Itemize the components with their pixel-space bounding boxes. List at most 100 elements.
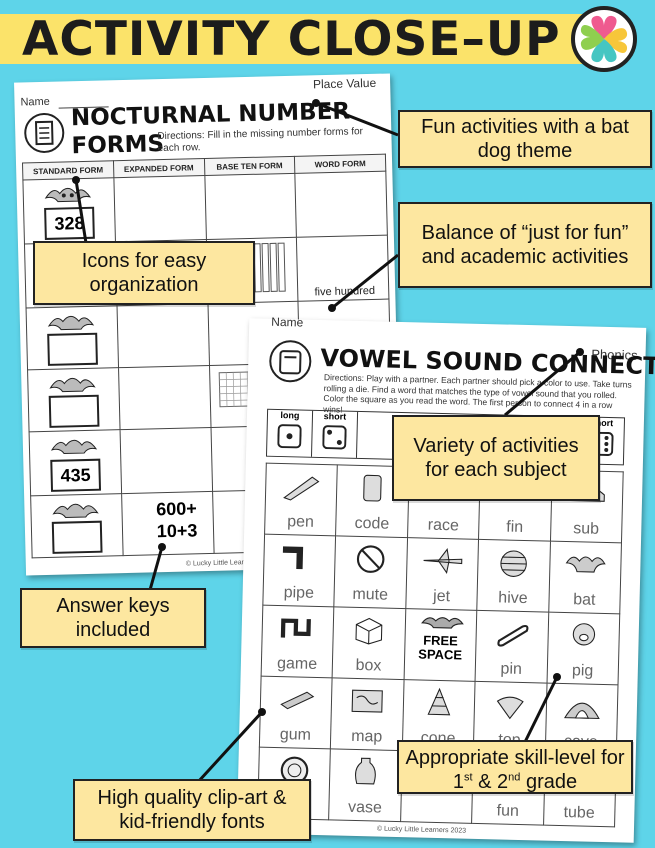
standard-cell [27,367,120,432]
pen-icon [283,476,320,501]
board-cell: hive [476,539,551,613]
gum-icon [280,691,315,710]
bat-dog-icon [52,503,99,519]
table-row: five hundred [24,235,389,308]
board-cell: pig [546,612,620,685]
board-game-icon [280,618,311,638]
board-word: pipe [283,584,315,602]
free-space-label: FREE SPACE [418,632,463,663]
table-row: 328 [22,171,388,244]
safety-pin-icon [497,624,529,647]
number-forms-table: STANDARD FORM EXPANDED FORM BASE TEN FOR… [22,154,396,559]
board-word: gum [279,726,312,744]
cave-icon [563,702,600,720]
board-word: map [350,727,383,746]
board-cell: FREE SPACE [403,608,477,682]
base-ten-blocks-icon [253,242,286,293]
board-cell: mute [334,535,408,609]
die-one-icon [277,424,302,449]
expanded-line1: 600+ [156,498,198,520]
callout-icons: Icons for easy organization [33,241,255,305]
subject-label: Place Value [312,75,377,92]
map-icon [351,689,384,713]
standard-cell [30,493,123,558]
copyright: © Lucky Little Learners 2023 [376,825,467,835]
expanded-line2: 10+3 [156,520,198,542]
board-row: gum map cone top cave [259,676,619,756]
board-word: pig [571,662,594,680]
board-word: bat [573,591,596,609]
expanded-cell [116,303,210,368]
beehive-icon [500,550,528,577]
table-row: 435 [29,423,394,496]
board-word: box [355,656,382,675]
board-row: pipe mute jet hive bat [262,534,622,614]
word-cell: five hundred [296,235,389,302]
standard-value: 328 [44,206,95,240]
board-cell: cave [544,683,619,756]
board-word: pin [500,660,523,678]
board-cell: pin [475,610,549,684]
board-word [401,818,471,820]
answer-box [51,520,103,554]
worksheet-icon [24,112,65,153]
worksheet-place-value: Name Place Value NOCTURNAL NUMBER FORMS … [14,73,402,576]
board-word: code [354,514,390,533]
board-cell: game [261,605,335,678]
title-banner [0,14,590,64]
callout-bat-theme: Fun activities with a bat dog theme [398,110,652,168]
callout-superscript: nd [508,771,521,784]
expanded-cell: 600+ 10+3 [121,491,214,556]
base-ten-cell [204,173,297,240]
board-cell: pen [264,463,338,536]
callout-balance: Balance of “just for fun” and academic a… [398,202,652,288]
board-cell: bat [548,541,622,614]
word-cell [295,171,388,238]
answer-box [48,394,100,428]
board-cell: cone [402,679,476,753]
board-cell: pipe [262,534,336,607]
vase-icon [355,757,377,785]
table-row [26,299,391,370]
worksheet-title: NOCTURNAL NUMBER [70,98,351,132]
directions: Directions: Fill in the missing number f… [157,126,364,155]
bat-dog-icon [47,315,95,331]
board-word: game [276,655,318,673]
box-icon [355,617,383,645]
board-cell: box [332,606,406,680]
brand-logo [571,6,637,72]
board-cell: top [473,681,547,755]
callout-clip-art: High quality clip-art & kid-friendly fon… [73,779,311,841]
can-icon [363,474,383,502]
name-label: Name [20,95,51,109]
board-row: game box FREE SPACE pin pig [261,605,620,685]
callout-answer-keys: Answer keys included [20,588,206,648]
callout-superscript: st [464,771,473,784]
board-cell: map [330,677,404,751]
base-ten-cell [205,237,299,304]
dice-cell: long [266,409,314,457]
bat-icon [420,617,464,629]
board-word: fun [496,802,520,820]
mute-icon [357,545,385,573]
name-label: Name [271,314,304,330]
board-word: sub [572,520,600,538]
expanded-cell [119,427,213,494]
standard-cell [26,305,119,370]
callout-text: grade [520,771,578,793]
callout-text: & 2 [472,771,509,793]
dice-label: short [323,411,347,422]
pig-icon [572,623,595,646]
board-cell: jet [405,537,479,611]
expanded-cell [118,365,211,430]
bat-dog-icon [49,377,96,393]
board-cell: vase [329,748,403,822]
board-word: race [427,516,460,535]
answer-box [47,332,98,366]
board-word: tube [563,804,595,822]
callout-text: Appropriate skill-level for 1 [405,747,625,793]
board-word: vase [347,798,383,817]
spinning-top-icon [496,696,524,720]
die-two-icon [322,425,347,450]
standard-cell: 435 [29,429,122,496]
